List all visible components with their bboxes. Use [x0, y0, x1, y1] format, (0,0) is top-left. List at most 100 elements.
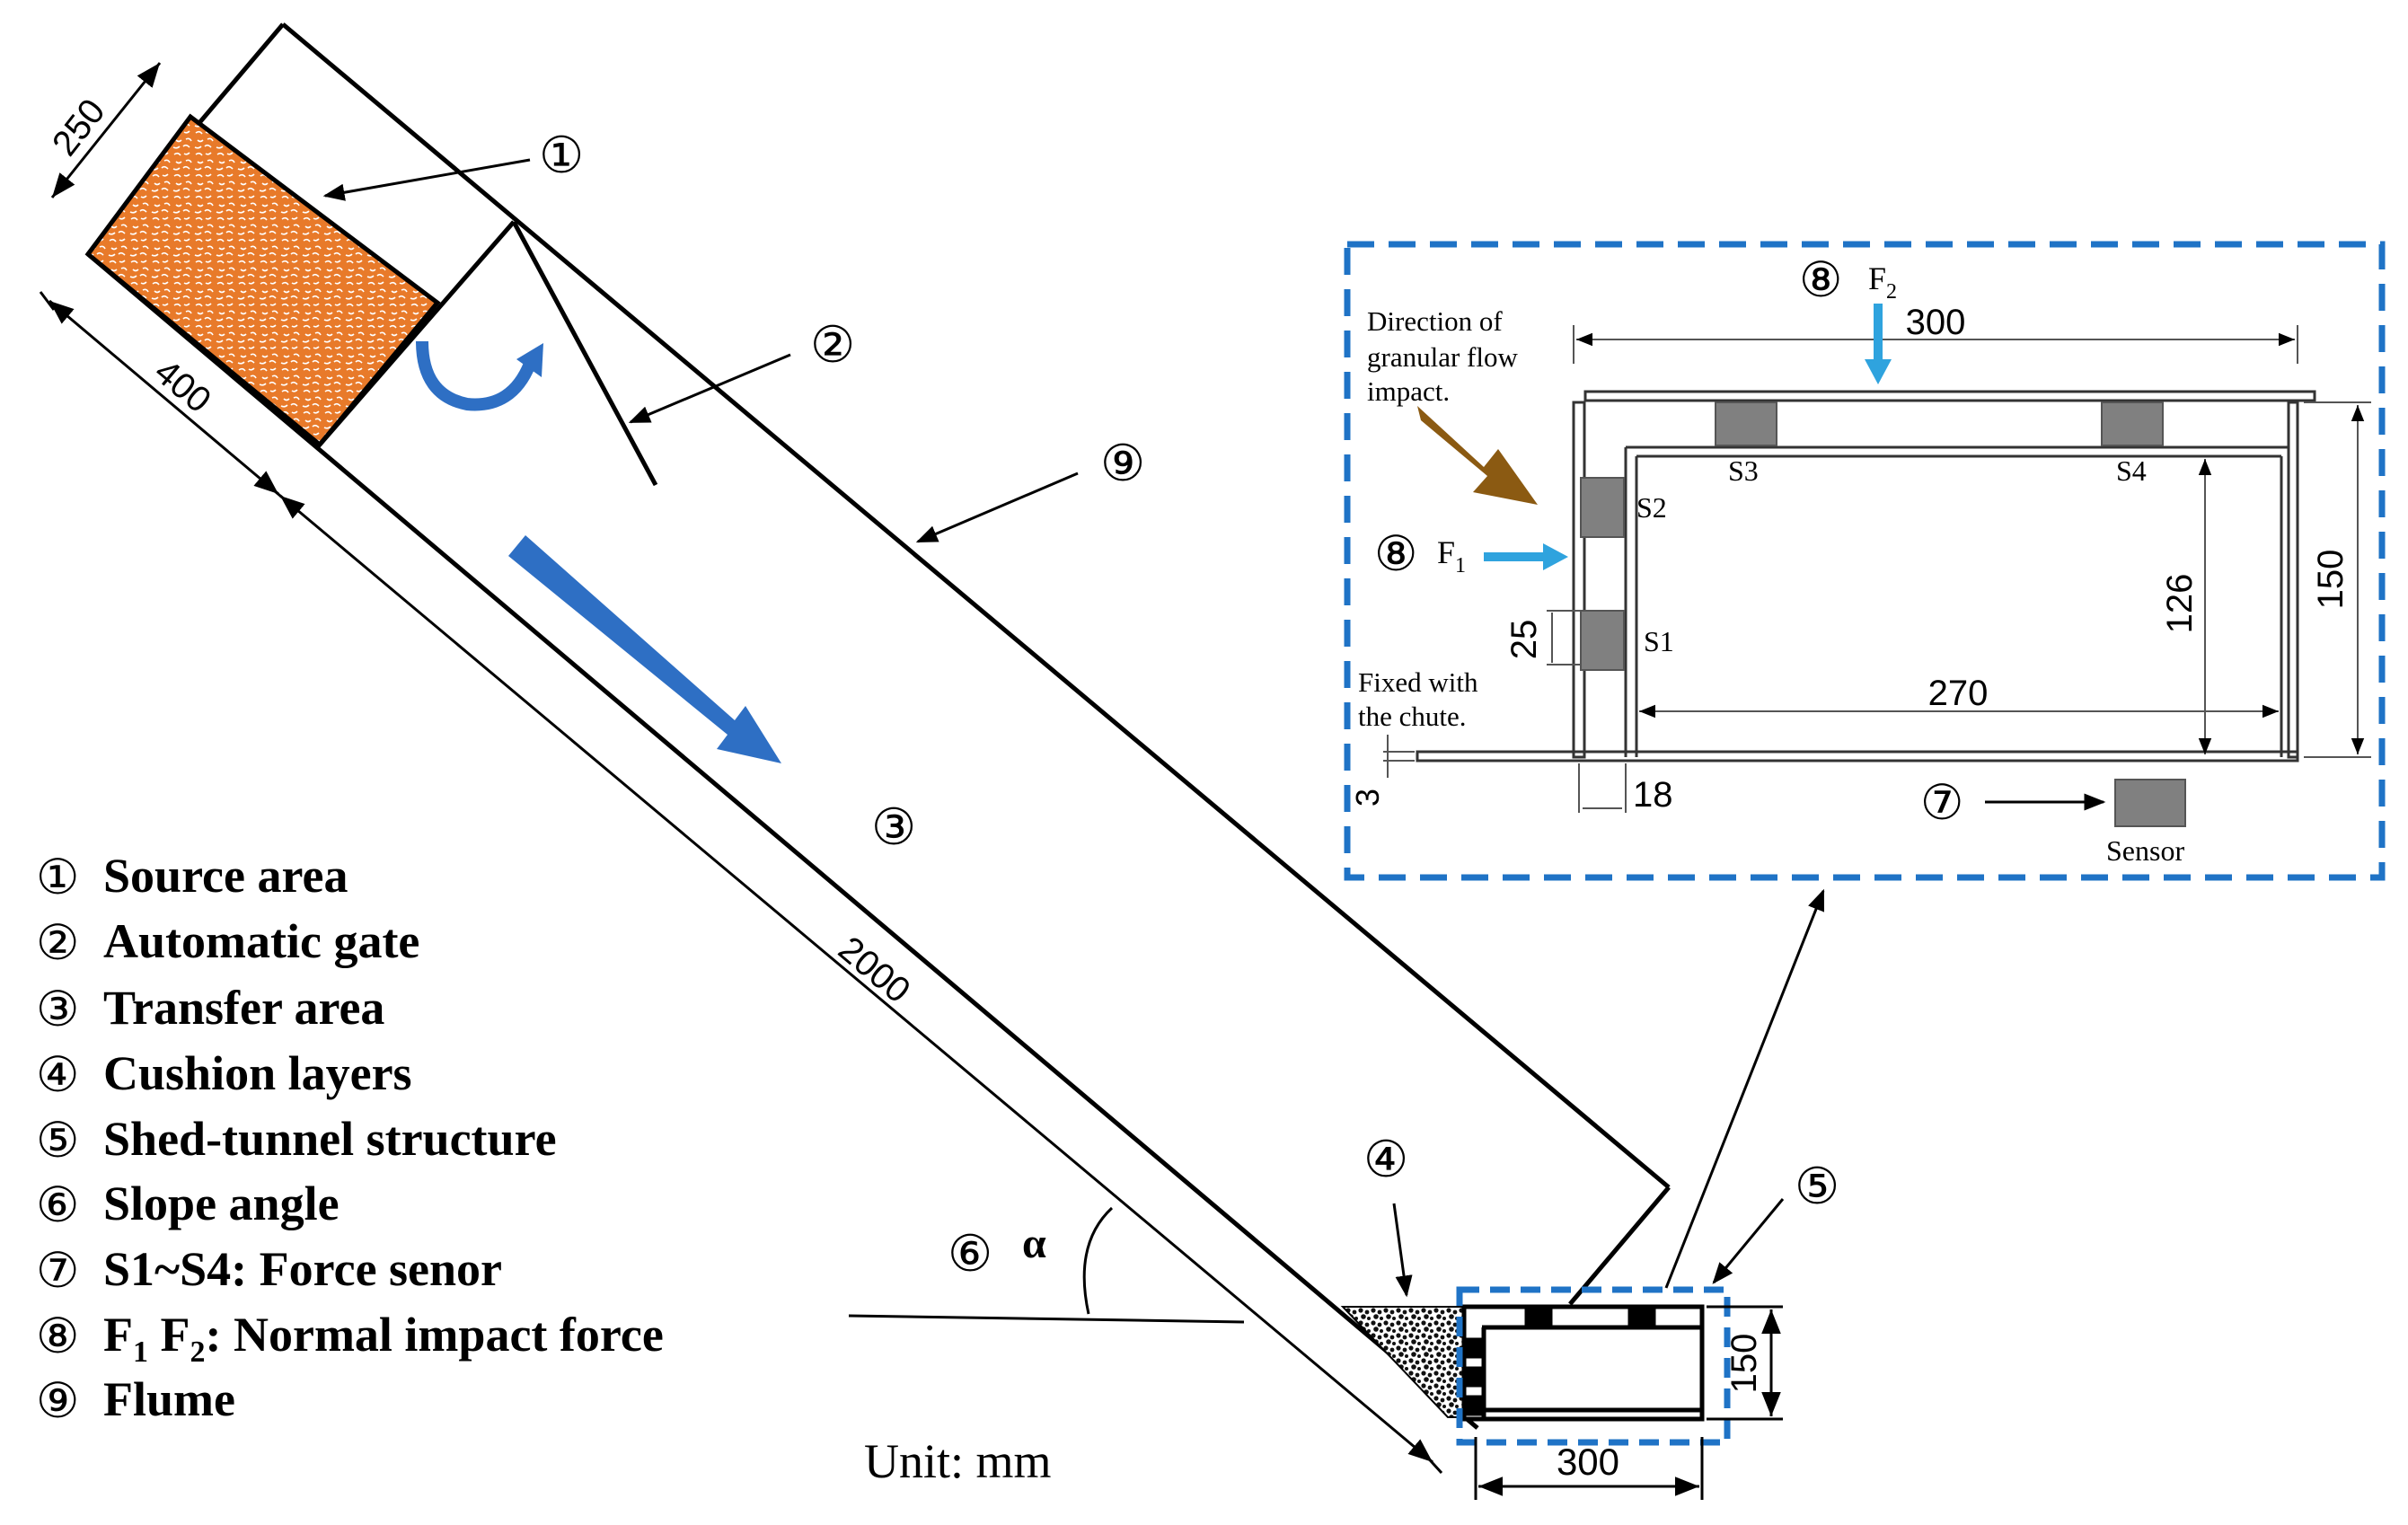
legend-item: ⑤ Shed-tunnel structure [36, 1112, 557, 1168]
fixed-chute-text: Fixed with the chute. [1358, 666, 1485, 732]
dim-shed-width-small [1474, 1437, 1704, 1500]
dim-transfer-length [269, 485, 1443, 1475]
sensor-legend-box [2114, 779, 2186, 827]
legend-num: ③ [36, 981, 79, 1037]
dim-base-thickness [1383, 735, 1415, 778]
legend-num: ④ [36, 1046, 79, 1103]
callout-8-f1: ⑧ [1374, 525, 1417, 582]
flume-top-wall [281, 22, 1671, 1189]
f2-arrow [1865, 304, 1892, 384]
detail-sensors [1580, 401, 2186, 827]
callout-1: ① [539, 127, 584, 185]
dim-sensor-spacing [1547, 610, 1581, 666]
dim-outer-height-label: 150 [2311, 550, 2351, 610]
legend-item: ② Automatic gate [36, 914, 419, 971]
callout-6: ⑥ [948, 1225, 992, 1283]
sensor-s2-label: S2 [1636, 491, 1667, 524]
dim-source-length-label: 400 [147, 352, 218, 421]
flow-direction-arrow [508, 535, 781, 763]
callout-9: ⑨ [1100, 435, 1145, 493]
sensor-s1-label: S1 [1644, 625, 1674, 657]
callout-4-leader [1392, 1203, 1413, 1298]
legend-item: ⑥ Slope angle [36, 1177, 340, 1233]
sensor-s4-label: S4 [2116, 454, 2147, 487]
gate-support-line [318, 220, 516, 446]
legend-item: ④ Cushion layers [36, 1046, 412, 1103]
impact-direction-arrow [1417, 406, 1538, 505]
dim-shed-width-small-label: 300 [1557, 1441, 1619, 1483]
callout-7: ⑦ [1920, 774, 1963, 831]
legend-text: Flume [103, 1372, 235, 1426]
callout-4: ④ [1363, 1131, 1408, 1189]
dim-wall-thickness [1578, 763, 1627, 813]
slope-angle-arc [1082, 1206, 1114, 1315]
source-area [84, 113, 441, 448]
f1-arrow [1484, 543, 1568, 570]
legend-text: Source area [103, 849, 348, 903]
callout-5: ⑤ [1795, 1158, 1839, 1216]
legend-text: Automatic gate [103, 914, 419, 968]
dim-source-length [39, 291, 279, 496]
legend-num: ① [36, 849, 79, 905]
f2-label: F2 [1868, 260, 1897, 304]
callout-2: ② [810, 316, 855, 375]
legend-num: ⑥ [36, 1177, 79, 1233]
callout-9-leader [915, 472, 1079, 543]
shed-detail-frame-small [1456, 1286, 1731, 1446]
dim-outer-height [2304, 401, 2371, 758]
flume-end-wall [1568, 1186, 1671, 1306]
gate-rotation-arrow [416, 340, 543, 411]
dim-shed-height-small [1707, 1305, 1783, 1421]
sensor-caption: Sensor [2106, 834, 2184, 867]
legend: ① Source area ② Automatic gate ③ Transfe… [36, 849, 664, 1429]
unit-label: Unit: mm [864, 1434, 1052, 1488]
dim-shed-height-small-label: 150 [1724, 1334, 1764, 1394]
legend-text: F1 F2: Normal impact force [103, 1308, 664, 1369]
dim-top-width [1573, 325, 2298, 364]
legend-item: ⑧ F1 F2: Normal impact force [36, 1308, 664, 1369]
legend-item: ⑦ S1~S4: Force senor [36, 1242, 502, 1299]
impact-direction-text: Direction of granular flow impact. [1367, 305, 1525, 407]
legend-item: ① Source area [36, 849, 348, 905]
horizontal-reference-line [848, 1314, 1245, 1324]
legend-num: ⑨ [36, 1372, 79, 1429]
shed-detail-structure [1416, 390, 2316, 762]
legend-text: Cushion layers [103, 1046, 412, 1100]
legend-text: Shed-tunnel structure [103, 1112, 557, 1166]
dim-inner-width-label: 270 [1928, 674, 1989, 713]
legend-text: Transfer area [103, 981, 384, 1035]
sensor-s4 [2101, 401, 2164, 446]
callout-1-leader [322, 158, 531, 201]
slope-angle-symbol: α [1022, 1220, 1046, 1267]
legend-num: ⑤ [36, 1112, 79, 1168]
legend-text: S1~S4: Force senor [103, 1242, 502, 1296]
dim-source-width [50, 62, 162, 198]
legend-item: ⑨ Flume [36, 1372, 235, 1429]
dim-source-width-label: 250 [45, 92, 113, 163]
shed-detail-frame [1344, 241, 2386, 881]
automatic-gate [511, 220, 658, 487]
sensor-s1 [1580, 610, 1625, 671]
callout-3: ③ [871, 798, 916, 857]
dim-sensor-spacing-label: 25 [1504, 620, 1544, 660]
legend-text: Slope angle [103, 1177, 340, 1230]
dim-top-width-label: 300 [1906, 303, 1966, 342]
callout-2-leader [628, 353, 791, 424]
sensor-s3-label: S3 [1728, 454, 1759, 487]
sensor-s2 [1580, 477, 1625, 538]
callout-5-leader [1712, 1198, 1785, 1284]
shed-tunnel-small [1461, 1304, 1705, 1422]
dim-wall-thickness-label: 18 [1633, 775, 1673, 815]
detail-leader [1664, 888, 1825, 1289]
legend-num: ⑦ [36, 1242, 79, 1299]
callout-8-f2: ⑧ [1799, 251, 1842, 308]
legend-item: ③ Transfer area [36, 981, 384, 1037]
dim-inner-height-label: 126 [2160, 574, 2200, 634]
dim-base-thickness-label: 3 [1349, 789, 1386, 807]
sensor-s3 [1715, 401, 1777, 446]
f1-label: F1 [1437, 534, 1466, 577]
legend-num: ⑧ [36, 1308, 79, 1364]
legend-num: ② [36, 914, 79, 971]
